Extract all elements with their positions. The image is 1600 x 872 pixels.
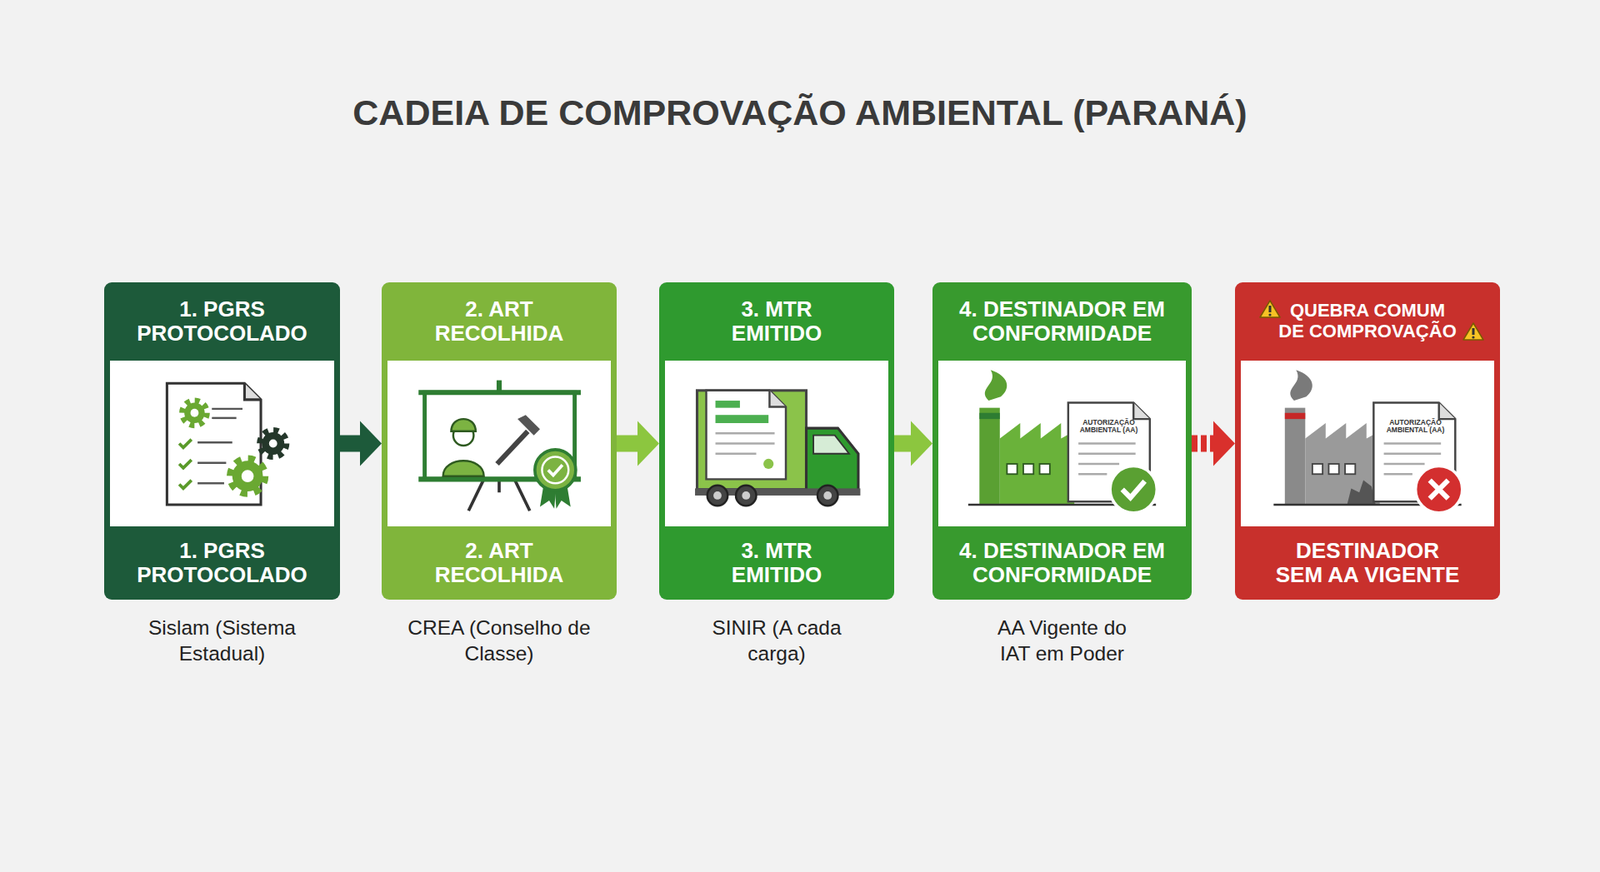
- flow-arrow: [1191, 421, 1235, 467]
- arrow-head: [360, 421, 382, 467]
- card-caption: Sislam (Sistema Estadual): [114, 615, 331, 667]
- illustration-panel: [665, 360, 889, 527]
- card-header: 1. PGRS PROTOCOLADO: [104, 282, 340, 361]
- process-card: 4. DESTINADOR EM CONFORMIDADE 4. DESTINAD…: [932, 282, 1192, 600]
- card-caption: AA Vigente do IAT em Poder: [983, 615, 1142, 667]
- illustration-panel: [1240, 360, 1495, 527]
- card-footer: 1. PGRS PROTOCOLADO: [104, 526, 340, 600]
- card-footer: 3. MTR EMITIDO: [659, 526, 895, 600]
- arrow-shaft: [340, 435, 360, 453]
- arrow-head: [1213, 421, 1235, 467]
- flow-arrow: [616, 421, 660, 467]
- process-card: 1. PGRS PROTOCOLADO1. PGRS PROTOCOLADOSi…: [104, 282, 340, 600]
- process-card: 2. ART RECOLHIDA2. ART RECOLHIDACREA (Co…: [381, 282, 617, 600]
- arrow-shaft: [1191, 435, 1214, 453]
- arrow-head: [637, 421, 660, 467]
- process-card: QUEBRA COMUM DE COMPROVAÇÃO DESTINADOR SE…: [1235, 282, 1500, 600]
- flow-arrow: [340, 421, 382, 467]
- card-caption: CREA (Conselho de Classe): [390, 615, 608, 667]
- flow-arrow: [894, 421, 933, 467]
- arrow-head: [910, 421, 933, 467]
- document-label: AUTORIZAÇÃO AMBIENTAL (AA): [1379, 418, 1453, 435]
- diagram-title: CADEIA DE COMPROVAÇÃO AMBIENTAL (PARANÁ): [0, 94, 1600, 131]
- card-footer: 2. ART RECOLHIDA: [381, 526, 617, 600]
- card-caption: SINIR (A cada carga): [693, 615, 860, 667]
- arrow-shaft: [616, 435, 638, 453]
- process-card: 3. MTR EMITIDO3. MTR EMITIDOSINIR (A cad…: [659, 282, 895, 600]
- document-label: AUTORIZAÇÃO AMBIENTAL (AA): [1072, 418, 1146, 435]
- illustration-panel: [938, 360, 1186, 527]
- card-header: QUEBRA COMUM DE COMPROVAÇÃO: [1235, 282, 1500, 361]
- card-footer: DESTINADOR SEM AA VIGENTE: [1235, 526, 1500, 600]
- arrow-shaft: [894, 435, 911, 453]
- card-header: 4. DESTINADOR EM CONFORMIDADE: [932, 282, 1192, 361]
- illustration-panel: [387, 360, 611, 527]
- card-footer: 4. DESTINADOR EM CONFORMIDADE: [932, 526, 1192, 600]
- illustration-panel: [110, 360, 335, 527]
- card-header: 3. MTR EMITIDO: [659, 282, 895, 361]
- card-header: 2. ART RECOLHIDA: [381, 282, 617, 361]
